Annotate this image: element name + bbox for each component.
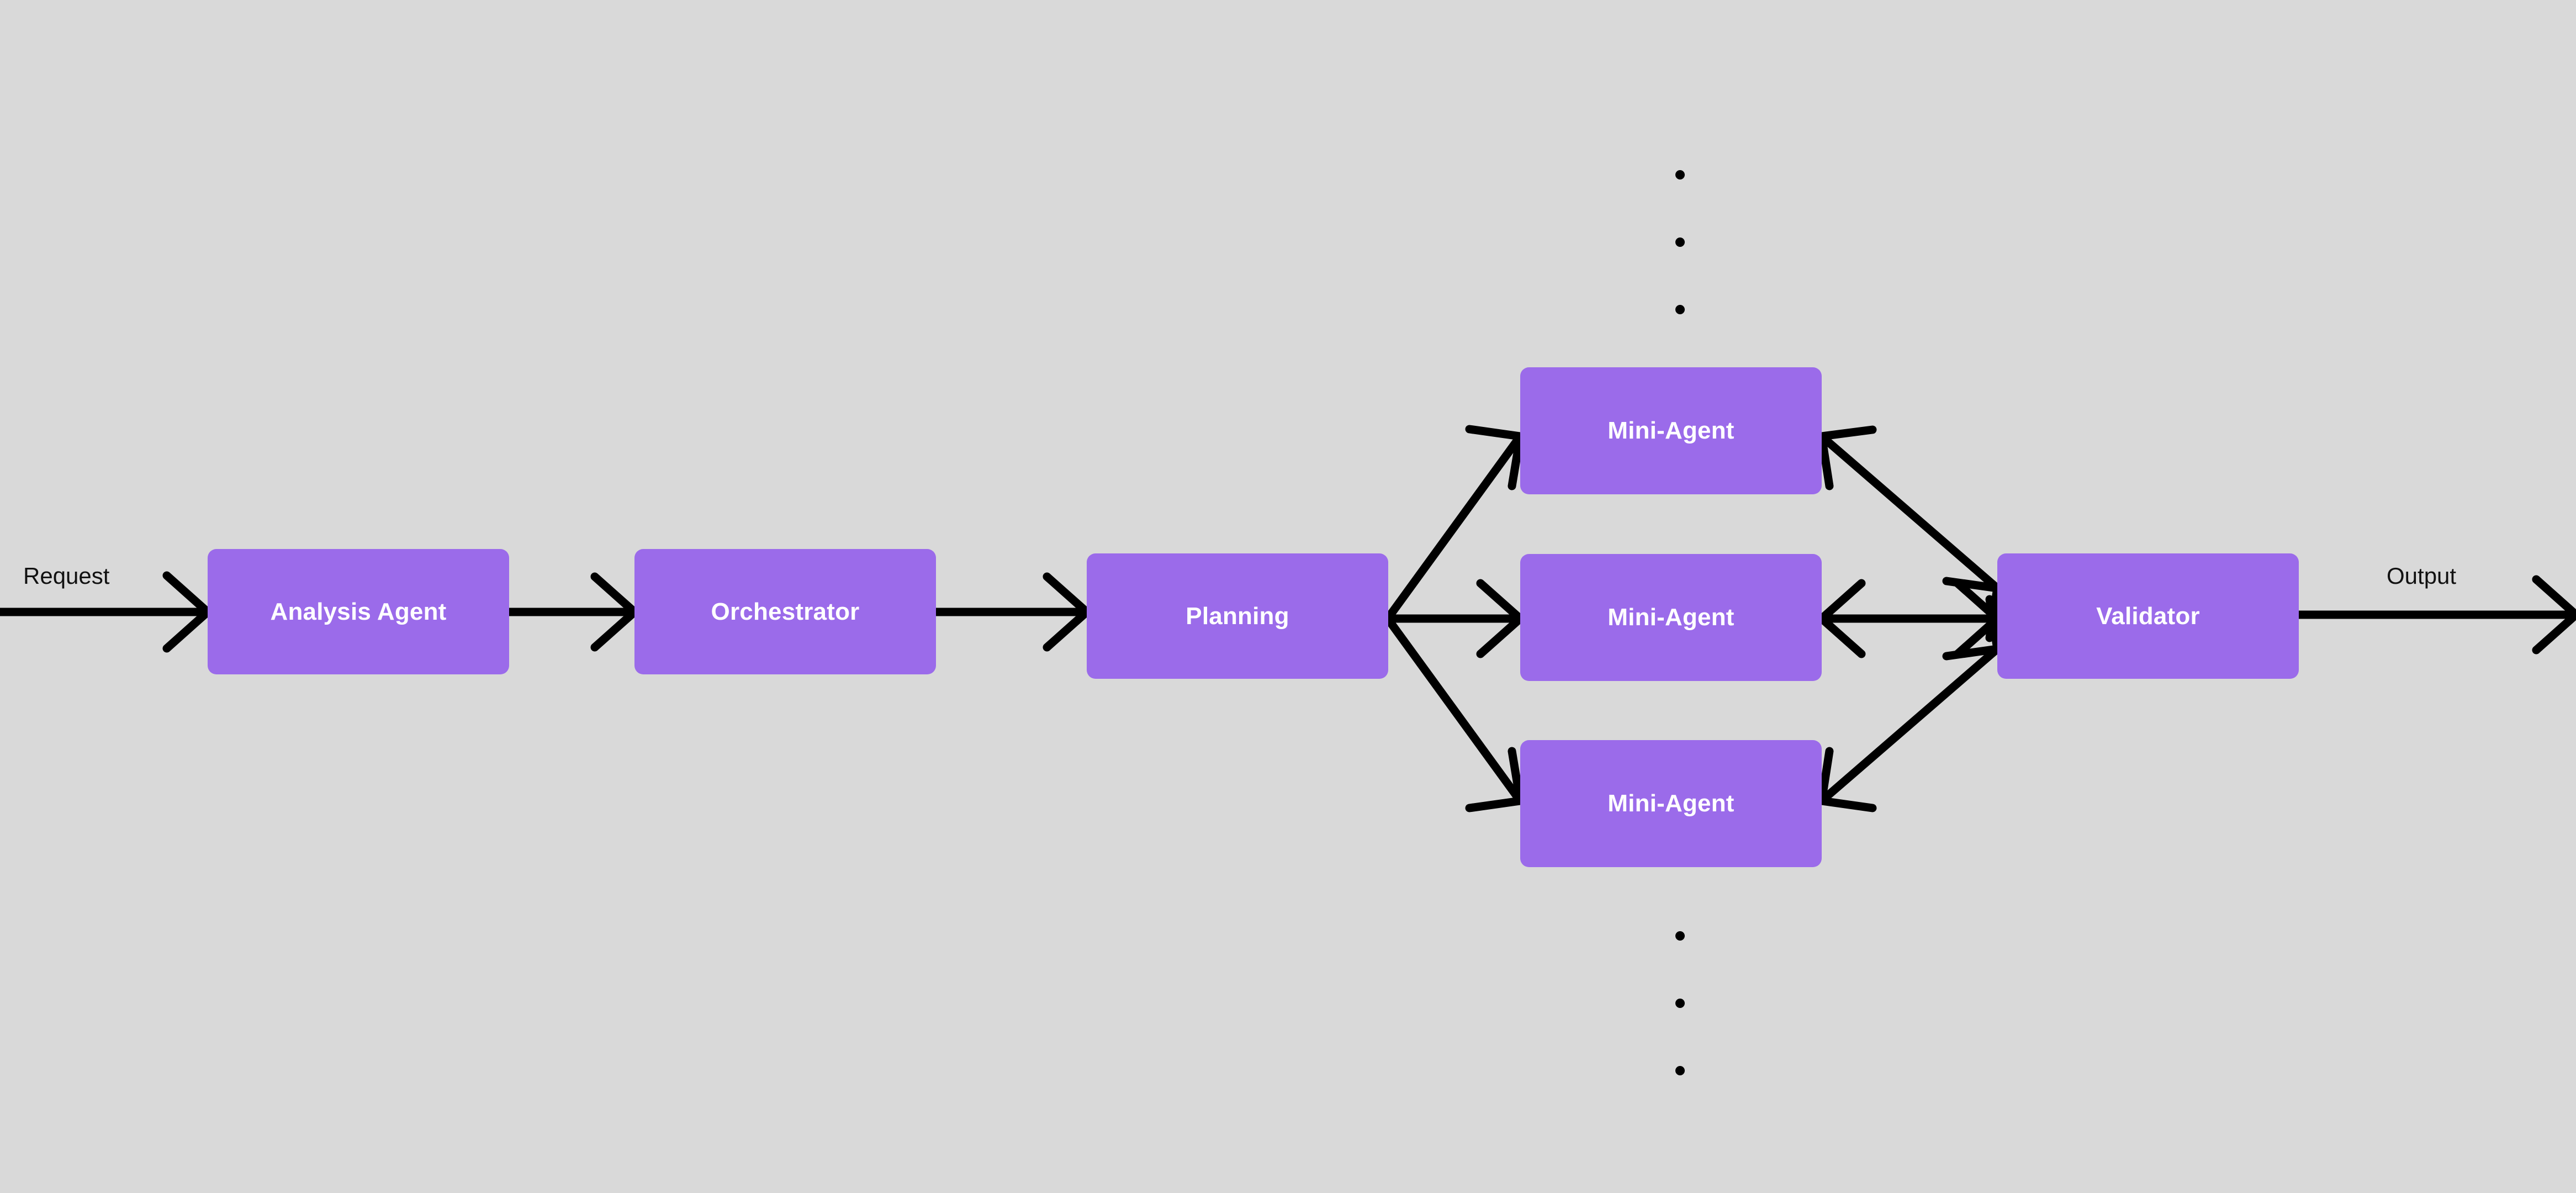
edge-planning-to-mini-agent-bottom xyxy=(1383,614,1525,812)
ellipsis-dot-bottom-3 xyxy=(1675,1066,1685,1075)
node-label-orchestrator: Orchestrator xyxy=(711,598,860,625)
node-label-planning: Planning xyxy=(1186,602,1289,630)
node-mini-agent-bottom[interactable]: Mini-Agent xyxy=(1520,740,1822,867)
edge-planning-to-mini-agent-mid xyxy=(1383,579,1525,658)
node-planning[interactable]: Planning xyxy=(1087,553,1388,679)
node-mini-agent-mid[interactable]: Mini-Agent xyxy=(1520,554,1822,681)
edge-validator-to-output xyxy=(2294,575,2576,654)
node-analysis-agent[interactable]: Analysis Agent xyxy=(208,549,509,674)
edge-analysis-to-orchestrator xyxy=(505,572,639,652)
input-label-request: Request xyxy=(23,563,110,589)
edge-mini-agent-top-to-validator xyxy=(1817,425,2002,642)
node-label-analysis-agent: Analysis Agent xyxy=(270,598,447,625)
node-label-mini-agent-mid: Mini-Agent xyxy=(1607,604,1734,631)
node-validator[interactable]: Validator xyxy=(1997,553,2299,679)
node-label-mini-agent-top: Mini-Agent xyxy=(1607,417,1734,444)
edge-orchestrator-to-planning xyxy=(931,572,1091,652)
ellipsis-dot-top-1 xyxy=(1675,170,1685,180)
ellipsis-dot-bottom-1 xyxy=(1675,931,1685,941)
edge-mini-agent-bottom-to-validator xyxy=(1817,595,2002,812)
ellipsis-dot-top-2 xyxy=(1675,237,1685,247)
output-label-output: Output xyxy=(2387,563,2457,589)
node-orchestrator[interactable]: Orchestrator xyxy=(634,549,936,674)
ellipsis-dot-top-3 xyxy=(1675,305,1685,314)
ellipsis-dot-bottom-2 xyxy=(1675,999,1685,1008)
node-label-validator: Validator xyxy=(2096,602,2200,630)
edge-planning-to-mini-agent-top xyxy=(1383,425,1525,623)
node-label-mini-agent-bottom: Mini-Agent xyxy=(1607,790,1734,817)
node-mini-agent-top[interactable]: Mini-Agent xyxy=(1520,367,1822,494)
edge-mini-agent-mid-to-validator xyxy=(1817,579,2002,658)
